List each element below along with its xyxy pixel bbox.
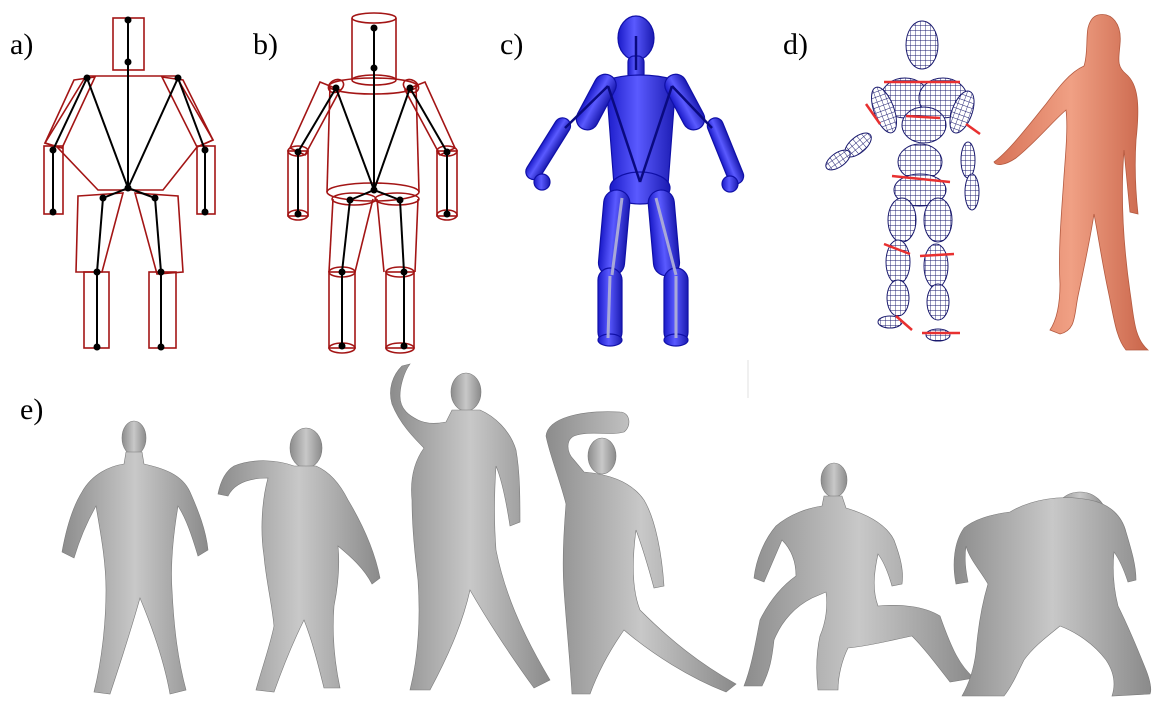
ellipsoid-model-d — [823, 21, 979, 341]
scan-pose-5 — [744, 463, 974, 690]
scan-pose-1 — [62, 421, 208, 694]
body-mesh-d — [994, 15, 1148, 350]
scan-pose-2 — [218, 428, 380, 692]
joints-b — [295, 25, 451, 350]
scan-pose-3 — [390, 364, 550, 690]
cylinder-skeleton-b — [288, 13, 457, 353]
scan-pose-6 — [954, 492, 1151, 696]
scan-pose-4 — [546, 412, 736, 694]
capsule-body-c — [523, 16, 746, 346]
stick-skeleton-a — [53, 20, 205, 347]
